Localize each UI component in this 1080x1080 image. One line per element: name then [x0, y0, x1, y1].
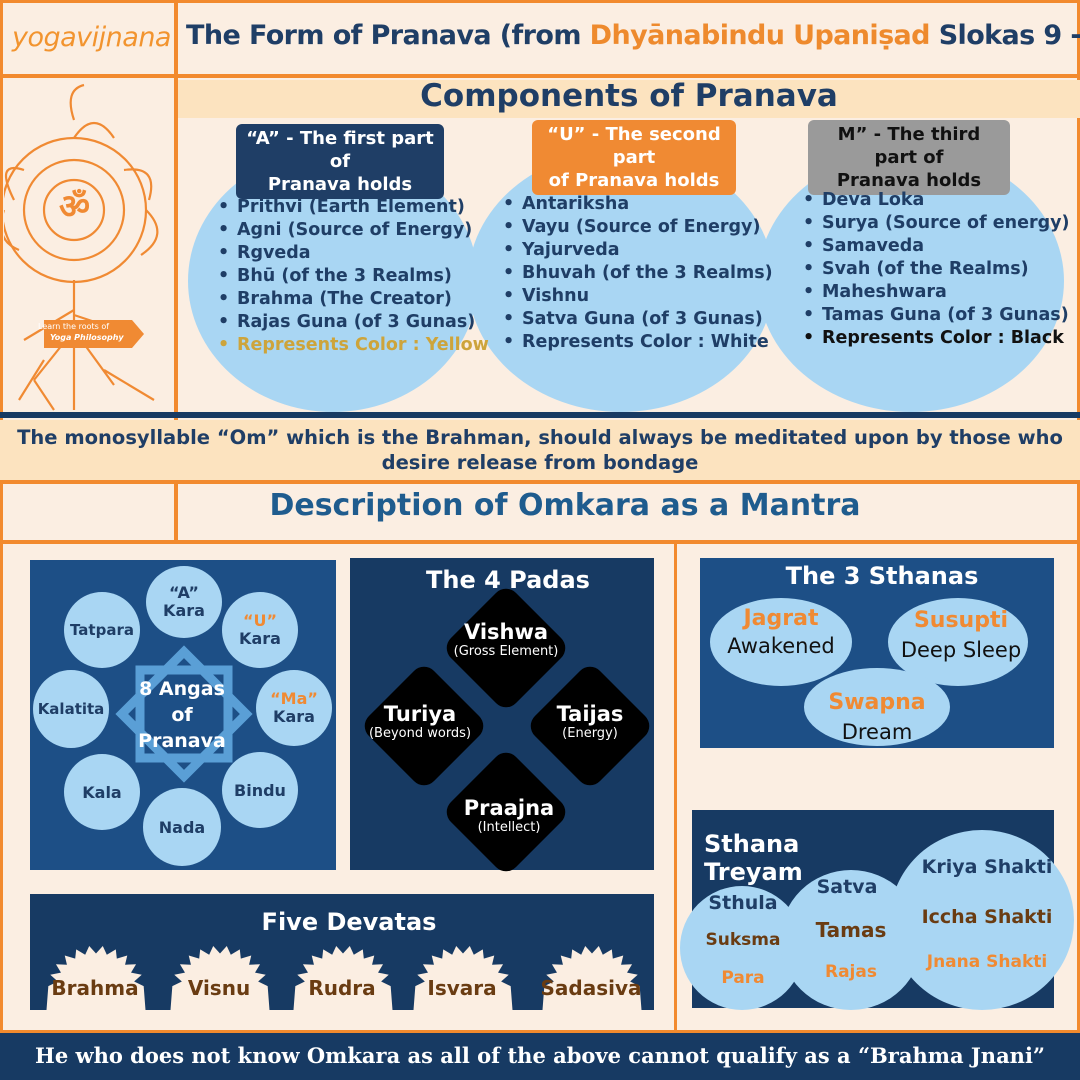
treyam-c2-2: Tamas: [815, 918, 887, 942]
swapna-english: Dream: [841, 720, 913, 744]
turiya-label: Turiya(Beyond words): [368, 702, 472, 741]
starburst-icon: [293, 946, 393, 1010]
treyam-c3-3: Jnana Shakti: [926, 952, 1048, 972]
treyam-c1-3: Para: [721, 968, 765, 988]
praajna-label: Praajna(Intellect): [463, 796, 555, 835]
list-item: Maheshwara: [803, 281, 1070, 304]
devata-label: Isvara: [427, 976, 497, 1000]
devata-label: Visnu: [187, 976, 251, 1000]
list-item: Deva Loka: [803, 189, 1070, 212]
kalatita-circle: Kalatita: [33, 670, 109, 748]
sthanas-title: The 3 Sthanas: [785, 562, 979, 590]
components-band: [178, 80, 1080, 118]
starburst-icon: [542, 946, 642, 1010]
list-item-color: Represents Color : White: [503, 331, 773, 354]
u-kara-circle: “U”Kara: [222, 592, 298, 668]
om-statement: The monosyllable “Om” which is the Brahm…: [0, 420, 1080, 480]
list-item: Prithvi (Earth Element): [218, 196, 489, 219]
taijas-label: Taijas(Energy): [556, 702, 624, 741]
treyam-c2-1: Satva: [816, 876, 878, 898]
list-item-color: Represents Color : Yellow: [218, 334, 489, 357]
a-list: Prithvi (Earth Element) Agni (Source of …: [218, 196, 489, 357]
footer-statement: He who does not know Omkara as all of th…: [0, 1030, 1080, 1080]
list-item: Rajas Guna (of 3 Gunas): [218, 311, 489, 334]
susupti-label: Susupti: [913, 608, 1009, 633]
title-start: The Form of Pranava (from: [186, 20, 590, 51]
jagrat-label: Jagrat: [743, 606, 819, 631]
list-item: Vishnu: [503, 285, 773, 308]
treyam-c3-2: Iccha Shakti: [921, 906, 1053, 928]
treyam-c3-1: Kriya Shakti: [921, 856, 1053, 878]
susupti-english: Deep Sleep: [900, 638, 1022, 662]
list-item: Agni (Source of Energy): [218, 219, 489, 242]
vishwa-label: Vishwa(Gross Element): [453, 620, 559, 659]
art-tagline-1: Learn the roots of: [38, 322, 110, 331]
list-item: Brahma (The Creator): [218, 288, 489, 311]
susupti-bubble: [888, 598, 1028, 686]
list-item: Yajurveda: [503, 239, 773, 262]
lower-vertical-divider: [674, 540, 677, 1032]
jagrat-english: Awakened: [727, 634, 835, 658]
treyam-c2-3: Rajas: [825, 962, 877, 982]
list-item: Tamas Guna (of 3 Gunas): [803, 304, 1070, 327]
art-tagline-2: Yoga Philosophy: [50, 333, 124, 342]
treyam-circle-3: [890, 830, 1074, 1010]
list-item: Bhuvah (of the 3 Realms): [503, 262, 773, 285]
kala-circle: Kala: [64, 754, 140, 830]
page-title: The Form of Pranava (from Dhyānabindu Up…: [186, 20, 1080, 60]
a-kara-circle: “A”Kara: [146, 566, 222, 638]
starburst-icon: [46, 946, 146, 1010]
description-left-divider: [174, 484, 178, 540]
ma-kara-circle: “Ma”Kara: [256, 670, 332, 746]
header-divider: [0, 74, 1080, 78]
treyam-c1-2: Suksma: [705, 930, 781, 950]
starburst-icon: [413, 946, 513, 1010]
list-item: Rgveda: [218, 242, 489, 265]
list-item: Vayu (Source of Energy): [503, 216, 773, 239]
list-item: Samaveda: [803, 235, 1070, 258]
list-item-color: Represents Color : Black: [803, 327, 1070, 350]
tagline-ribbon: [44, 320, 144, 348]
title-end: Slokas 9 - 14): [938, 20, 1080, 51]
devatas-title: Five Devatas: [261, 908, 437, 936]
devata-label: Sadasiva: [540, 976, 642, 1000]
treyam-c1-1: Sthula: [708, 892, 778, 914]
svg-text:ॐ: ॐ: [59, 187, 90, 227]
list-item: Bhū (of the 3 Realms): [218, 265, 489, 288]
starburst-icon: [170, 946, 270, 1010]
list-item: Surya (Source of energy): [803, 212, 1070, 235]
list-item: Satva Guna (of 3 Gunas): [503, 308, 773, 331]
brand-logo: yogavijnana: [12, 22, 171, 53]
title-highlight: Dhyānabindu Upaniṣad: [589, 20, 931, 51]
swapna-bubble: [804, 668, 950, 746]
om-mandala-tree-icon: ॐ: [4, 83, 159, 411]
components-divider: [0, 412, 1080, 418]
devata-label: Rudra: [308, 976, 376, 1000]
statement-divider: [0, 480, 1080, 484]
list-item: Antariksha: [503, 193, 773, 216]
header-vertical-divider: [174, 0, 178, 478]
nada-circle: Nada: [143, 788, 221, 866]
treyam-title: Sthana Treyam: [704, 830, 803, 886]
list-item: Svah (of the Realms): [803, 258, 1070, 281]
bindu-circle: Bindu: [222, 752, 298, 828]
swapna-label: Swapna: [828, 690, 926, 715]
frame-top: [0, 0, 1080, 3]
jagrat-bubble: [710, 598, 852, 686]
m-list: Deva Loka Surya (Source of energy) Samav…: [803, 189, 1070, 350]
components-title: Components of Pranava: [420, 78, 838, 114]
description-divider: [0, 540, 1080, 544]
description-title: Description of Omkara as a Mantra: [269, 488, 861, 523]
eight-point-star-icon: [115, 645, 253, 783]
devata-label: Brahma: [51, 976, 139, 1000]
u-list: Antariksha Vayu (Source of Energy) Yajur…: [503, 193, 773, 354]
tatpara-circle: Tatpara: [64, 592, 140, 668]
